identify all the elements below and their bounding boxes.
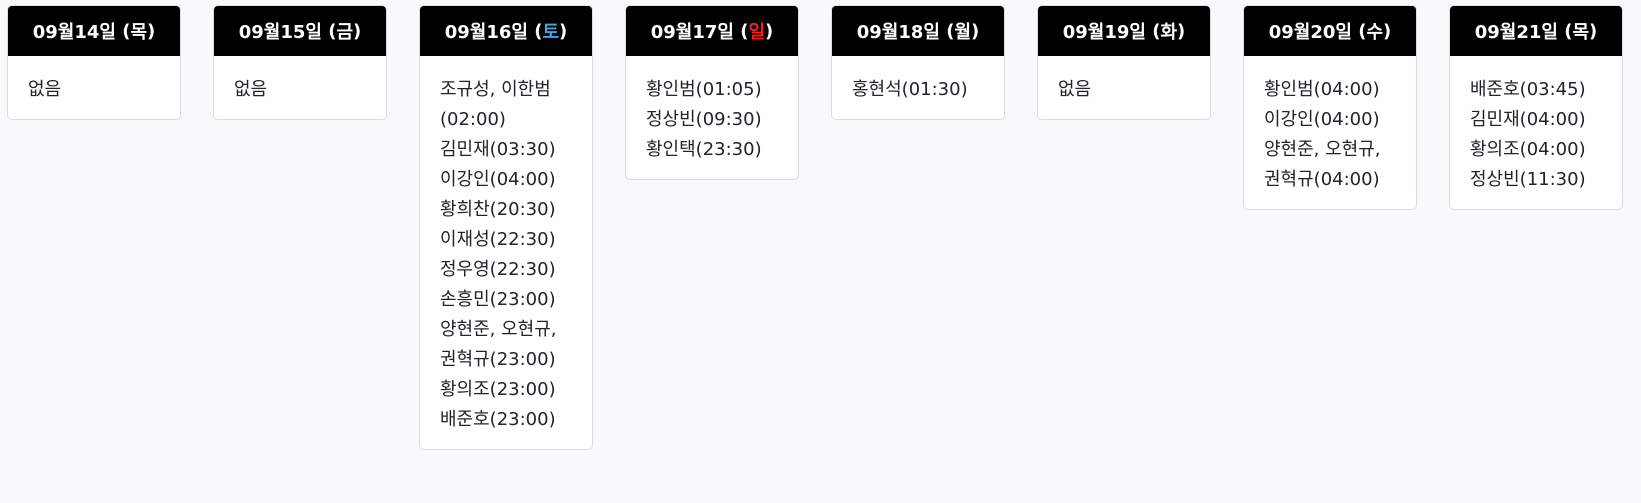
entry: 황희찬(20:30) (440, 199, 556, 220)
entry: 황인범(01:05) (646, 79, 762, 100)
entry: 양현준, 오현규, 권혁규(23:00) (440, 319, 557, 370)
day-weekday: 수 (1366, 22, 1384, 43)
day-entries: 조규성, 이한범(02:00) 김민재(03:30) 이강인(04:00) 황희… (420, 56, 592, 449)
entry: 황인범(04:00) (1264, 79, 1380, 100)
day-header: 09월16일 (토) (420, 6, 592, 56)
day-date: 09월17일 (650, 22, 734, 43)
entry: 손흥민(23:00) (440, 289, 556, 310)
day-date: 09월21일 (1474, 22, 1558, 43)
day-weekday: 금 (336, 22, 354, 43)
entry: 황인택(23:30) (646, 139, 762, 160)
day-header: 09월20일 (수) (1244, 6, 1416, 56)
entry: 김민재(04:00) (1470, 109, 1586, 130)
entry: 황의조(23:00) (440, 379, 556, 400)
day-header: 09월14일 (목) (8, 6, 180, 56)
entry: 정우영(22:30) (440, 259, 556, 280)
entry: 이강인(04:00) (440, 169, 556, 190)
day-header: 09월18일 (월) (832, 6, 1004, 56)
entry: 조규성, 이한범(02:00) (440, 79, 551, 130)
day-date: 09월20일 (1268, 22, 1352, 43)
day-date: 09월15일 (238, 22, 322, 43)
entry: 정상빈(11:30) (1470, 169, 1586, 190)
day-card: 09월17일 (일) 황인범(01:05) 정상빈(09:30) 황인택(23:… (625, 5, 799, 180)
entry: 없음 (234, 79, 268, 100)
day-entries: 황인범(04:00) 이강인(04:00) 양현준, 오현규, 권혁규(04:0… (1244, 56, 1416, 209)
entry: 정상빈(09:30) (646, 109, 762, 130)
entry: 이강인(04:00) (1264, 109, 1380, 130)
day-header: 09월15일 (금) (214, 6, 386, 56)
day-entries: 황인범(01:05) 정상빈(09:30) 황인택(23:30) (626, 56, 798, 179)
entry: 홍현석(01:30) (852, 79, 968, 100)
entry: 배준호(03:45) (1470, 79, 1586, 100)
day-entries: 홍현석(01:30) (832, 56, 1004, 119)
day-weekday-sunday: 일 (748, 22, 766, 43)
day-card: 09월15일 (금) 없음 (213, 5, 387, 120)
entry: 없음 (28, 79, 62, 100)
day-weekday: 월 (954, 22, 972, 43)
entry: 배준호(23:00) (440, 409, 556, 430)
day-card: 09월20일 (수) 황인범(04:00) 이강인(04:00) 양현준, 오현… (1243, 5, 1417, 210)
day-entries: 없음 (214, 56, 386, 119)
entry: 없음 (1058, 79, 1092, 100)
day-header: 09월17일 (일) (626, 6, 798, 56)
day-weekday: 목 (1572, 22, 1590, 43)
day-weekday-saturday: 토 (542, 22, 560, 43)
day-date: 09월16일 (444, 22, 528, 43)
day-header: 09월21일 (목) (1450, 6, 1622, 56)
weekly-schedule: 09월14일 (목) 없음 09월15일 (금) 없음 09월16일 (토) 조… (7, 5, 1623, 450)
day-entries: 없음 (8, 56, 180, 119)
entry: 양현준, 오현규, 권혁규(04:00) (1264, 139, 1381, 190)
day-entries: 배준호(03:45) 김민재(04:00) 황의조(04:00) 정상빈(11:… (1450, 56, 1622, 209)
day-card: 09월19일 (화) 없음 (1037, 5, 1211, 120)
day-date: 09월18일 (856, 22, 940, 43)
day-weekday: 목 (130, 22, 148, 43)
day-card: 09월16일 (토) 조규성, 이한범(02:00) 김민재(03:30) 이강… (419, 5, 593, 450)
day-card: 09월21일 (목) 배준호(03:45) 김민재(04:00) 황의조(04:… (1449, 5, 1623, 210)
day-entries: 없음 (1038, 56, 1210, 119)
entry: 황의조(04:00) (1470, 139, 1586, 160)
day-card: 09월18일 (월) 홍현석(01:30) (831, 5, 1005, 120)
day-date: 09월14일 (32, 22, 116, 43)
day-card: 09월14일 (목) 없음 (7, 5, 181, 120)
entry: 이재성(22:30) (440, 229, 556, 250)
day-header: 09월19일 (화) (1038, 6, 1210, 56)
day-date: 09월19일 (1062, 22, 1146, 43)
entry: 김민재(03:30) (440, 139, 556, 160)
day-weekday: 화 (1160, 22, 1178, 43)
